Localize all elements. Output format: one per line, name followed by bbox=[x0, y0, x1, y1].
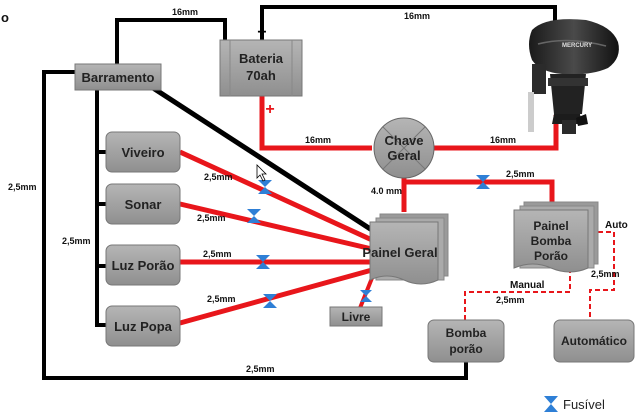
label-luz-porao-wire: 2,5mm bbox=[203, 249, 232, 259]
wire-bateria-motor bbox=[260, 5, 557, 42]
sonar-label: Sonar bbox=[125, 197, 162, 212]
battery-label: Bateria bbox=[239, 51, 284, 66]
barramento-box[interactable]: Barramento bbox=[74, 63, 162, 91]
label-auto: Auto bbox=[605, 220, 628, 231]
label-to-painel-bomba: 2,5mm bbox=[506, 169, 535, 179]
wire-chave-motor bbox=[434, 115, 559, 151]
viveiro-label: Viveiro bbox=[121, 145, 164, 160]
mouse-cursor-icon bbox=[256, 164, 267, 182]
outboard-motor-icon: MERCURY bbox=[528, 19, 619, 134]
wire-left-outer bbox=[42, 70, 468, 380]
fuse-icon bbox=[544, 396, 558, 412]
painel-bomba-box[interactable]: Painel Bomba Porão bbox=[513, 201, 599, 273]
label-top-left-16: 16mm bbox=[172, 7, 198, 17]
painel-geral-box[interactable]: Painel Geral bbox=[362, 213, 449, 285]
label-viveiro-wire: 2,5mm bbox=[204, 172, 233, 182]
wire-sonar bbox=[179, 201, 373, 252]
label-auto-wire: 2,5mm bbox=[591, 269, 620, 279]
luz-porao-box[interactable]: Luz Porão bbox=[105, 244, 181, 286]
fuse-icon bbox=[360, 290, 372, 302]
wire-manual bbox=[464, 268, 571, 320]
control-wires bbox=[464, 231, 615, 320]
fuse-icon bbox=[256, 255, 270, 269]
wire-to-painel-bomba bbox=[404, 179, 555, 210]
chave-geral-switch[interactable]: Chave Geral bbox=[373, 117, 435, 179]
painel-geral-label: Painel Geral bbox=[362, 245, 437, 260]
wire-luz-popa bbox=[179, 267, 373, 326]
battery-plus: + bbox=[265, 101, 274, 118]
battery-minus: − bbox=[257, 24, 266, 41]
painel-bomba-label-1: Painel bbox=[533, 219, 568, 233]
label-manual: Manual bbox=[510, 280, 545, 291]
battery-box[interactable]: Bateria 70ah bbox=[219, 39, 303, 97]
label-luz-popa-wire: 2,5mm bbox=[207, 294, 236, 304]
barramento-label: Barramento bbox=[82, 70, 155, 85]
painel-bomba-label-3: Porão bbox=[534, 249, 568, 263]
corner-mark: o bbox=[1, 10, 9, 25]
fuse-icon bbox=[476, 175, 490, 189]
wire-barramento-painel bbox=[148, 83, 377, 235]
wire-labels: 16mm 16mm 16mm 16mm 2,5mm 2,5mm 2,5mm 2,… bbox=[8, 7, 628, 374]
bomba-porao-label-2: porão bbox=[449, 342, 482, 356]
chave-label-1: Chave bbox=[384, 133, 423, 148]
fuse-icon bbox=[247, 209, 261, 223]
label-top-right-16: 16mm bbox=[404, 11, 430, 21]
bomba-porao-label-1: Bomba bbox=[446, 326, 487, 340]
luz-porao-label: Luz Porão bbox=[112, 258, 175, 273]
automatico-box[interactable]: Automático bbox=[553, 319, 635, 363]
wire-auto bbox=[589, 231, 615, 320]
label-bottom: 2,5mm bbox=[246, 364, 275, 374]
fuses bbox=[247, 175, 490, 308]
legend-fusivel: Fusível bbox=[563, 397, 605, 412]
fuse-icon bbox=[258, 180, 272, 194]
power-wires bbox=[178, 96, 559, 326]
livre-box[interactable]: Livre bbox=[329, 306, 383, 327]
chave-label-2: Geral bbox=[387, 148, 420, 163]
painel-bomba-label-2: Bomba bbox=[531, 234, 572, 248]
bomba-porao-box[interactable]: Bomba porão bbox=[427, 319, 505, 363]
livre-label: Livre bbox=[342, 310, 371, 324]
automatico-label: Automático bbox=[561, 334, 627, 348]
label-chave-right-16: 16mm bbox=[490, 135, 516, 145]
viveiro-box[interactable]: Viveiro bbox=[105, 131, 181, 173]
motor-brand-text: MERCURY bbox=[562, 43, 592, 49]
label-chave-painel: 4.0 mm bbox=[371, 186, 402, 196]
luz-popa-label: Luz Popa bbox=[114, 319, 173, 334]
sonar-box[interactable]: Sonar bbox=[105, 183, 181, 225]
label-sonar-wire: 2,5mm bbox=[197, 213, 226, 223]
label-chave-left-16: 16mm bbox=[305, 135, 331, 145]
wire-barramento-bateria bbox=[115, 18, 227, 64]
label-left-inner: 2,5mm bbox=[62, 236, 91, 246]
label-left-outer: 2,5mm bbox=[8, 182, 37, 192]
label-manual-wire: 2,5mm bbox=[496, 295, 525, 305]
battery-capacity: 70ah bbox=[246, 68, 276, 83]
wire-bateria-chave bbox=[259, 96, 372, 151]
luz-popa-box[interactable]: Luz Popa bbox=[105, 305, 181, 347]
wire-viveiro bbox=[178, 149, 374, 243]
ground-wires bbox=[42, 5, 557, 380]
wire-left-inner bbox=[95, 90, 106, 327]
legend: Fusível bbox=[544, 396, 605, 412]
fuse-icon bbox=[263, 294, 277, 308]
